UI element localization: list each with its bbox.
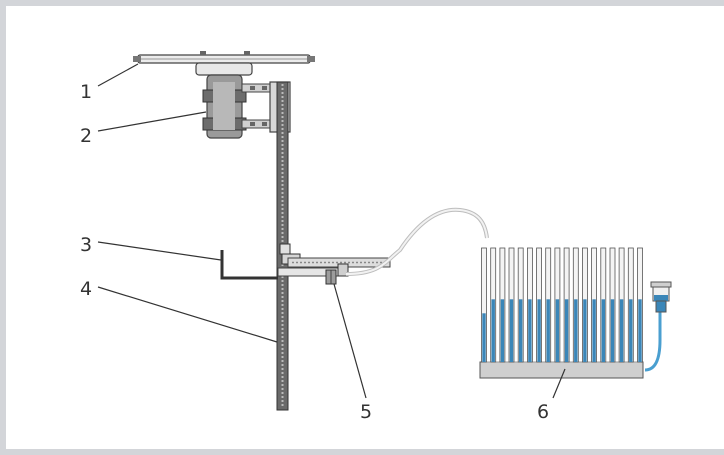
manometer-liquid (555, 299, 560, 362)
pressure-hose (345, 207, 489, 276)
manometer-liquid (519, 299, 523, 362)
manometer-liquid (592, 299, 596, 362)
manometer-liquid (537, 299, 541, 362)
callout-3: 3 (80, 234, 92, 256)
manometer-liquid (583, 299, 587, 362)
manometer-liquid (509, 299, 514, 362)
callout-4: 4 (80, 278, 92, 300)
manometer-liquid (638, 299, 642, 362)
callout-1: 1 (80, 81, 92, 103)
top-plate (133, 51, 315, 76)
manometer-liquid (546, 299, 550, 362)
manometer-bank (479, 247, 644, 379)
callout-2: 2 (80, 125, 92, 147)
reservoir (644, 281, 672, 372)
manometer-liquid (491, 299, 495, 362)
manometer-liquid (574, 299, 578, 362)
manometer-liquid (482, 313, 486, 362)
hook-probe (220, 250, 278, 280)
manometer-liquid (601, 299, 605, 362)
manometer-liquid (500, 299, 505, 362)
manometer-liquid (629, 299, 633, 362)
callout-leaders (97, 63, 566, 399)
manometer-liquid (619, 299, 624, 362)
callout-6: 6 (537, 401, 549, 423)
manometer-liquid (610, 299, 615, 362)
sensor-block (325, 269, 337, 285)
traverse-arm (277, 243, 391, 277)
manometer-liquid (564, 299, 569, 362)
callout-5: 5 (360, 401, 372, 423)
manometer-liquid (528, 299, 532, 362)
